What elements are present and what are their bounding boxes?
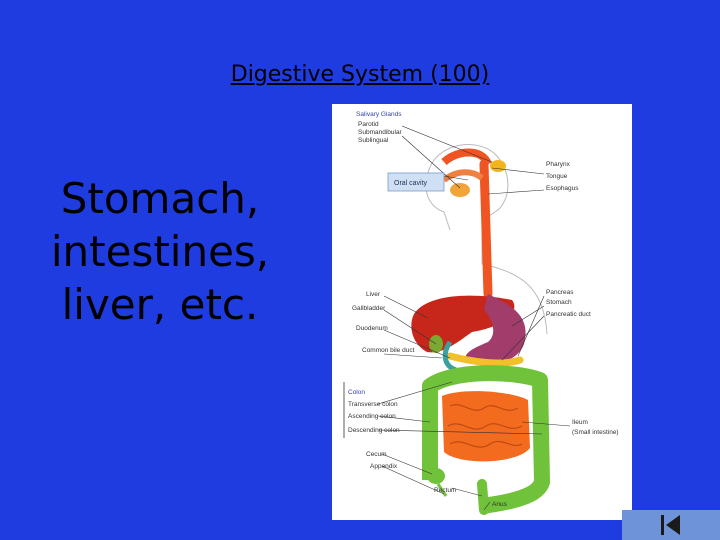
label-stomach: Stomach — [546, 299, 572, 306]
tongue — [442, 169, 484, 183]
label-rectum: Rectum — [434, 487, 456, 494]
oral-cavity-box — [387, 172, 445, 192]
answer-line: intestines, — [50, 227, 270, 276]
label-anus: Anus — [492, 501, 508, 508]
label-small-intestine: (Small intestine) — [572, 429, 619, 436]
answer-line: Stomach, — [60, 174, 260, 223]
digestive-system-diagram: Salivary Glands Parotid Submandibular Su… — [332, 104, 632, 520]
label-tongue: Tongue — [546, 173, 568, 180]
leader-lines — [377, 125, 571, 511]
cecum — [427, 468, 445, 484]
appendix — [436, 483, 448, 497]
label-gallbladder: Gallbladder — [352, 305, 386, 312]
stomach — [465, 294, 526, 365]
label-liver: Liver — [366, 291, 381, 298]
label-pharynx: Pharynx — [546, 161, 571, 168]
submandibular-gland — [450, 183, 470, 197]
label-esophagus: Esophagus — [546, 185, 579, 192]
answer-line: liver, etc. — [61, 280, 259, 329]
label-ileum: Ileum — [572, 419, 588, 426]
label-sublingual: Sublingual — [358, 137, 389, 144]
label-colon: Colon — [348, 389, 365, 396]
label-oral-cavity: Oral cavity — [394, 180, 428, 187]
label-pancreatic-duct: Pancreatic duct — [546, 311, 591, 318]
label-transverse-colon: Transverse colon — [348, 401, 398, 408]
answer-text: Stomach, intestines, liver, etc. — [40, 172, 280, 331]
first-slide-icon — [661, 515, 680, 535]
pancreas — [446, 352, 524, 367]
label-descending-colon: Descending colon — [348, 427, 400, 434]
slide-title: Digestive System (100) — [230, 62, 490, 87]
label-duodenum: Duodenum — [356, 325, 388, 332]
label-ascending-colon: Ascending colon — [348, 413, 396, 420]
body-outline — [426, 144, 548, 335]
first-slide-button[interactable] — [622, 510, 720, 540]
label-cecum: Cecum — [366, 451, 387, 458]
esophagus — [479, 159, 493, 299]
label-submandibular: Submandibular — [358, 129, 403, 136]
parotid-gland — [490, 160, 506, 172]
label-appendix: Appendix — [370, 463, 398, 470]
colon — [422, 365, 550, 514]
label-pancreas: Pancreas — [546, 289, 574, 296]
label-salivary-glands: Salivary Glands — [356, 111, 402, 118]
intestine-folds — [447, 404, 523, 448]
label-common-bile-duct: Common bile duct — [362, 347, 415, 354]
label-parotid: Parotid — [358, 121, 379, 128]
rectum — [477, 479, 489, 515]
